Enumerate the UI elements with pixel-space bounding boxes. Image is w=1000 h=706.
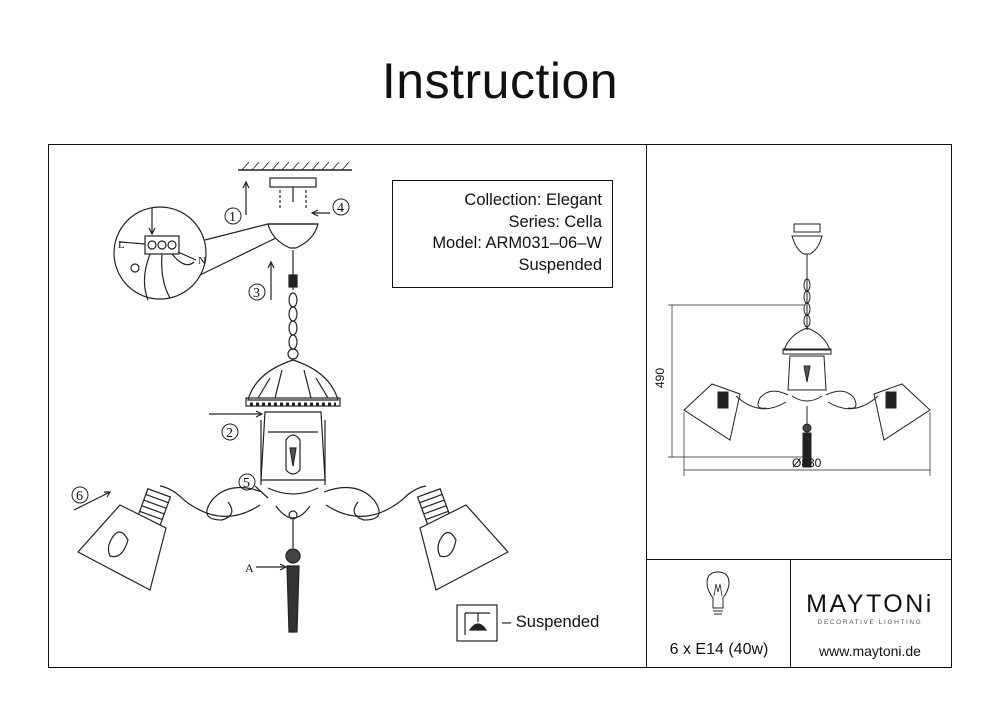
- brand-logo: MAYTONi: [806, 590, 934, 618]
- brand-tagline: DECORATIVE LIGHTING: [817, 619, 923, 626]
- step-label-5: 5: [243, 476, 250, 491]
- height-dimension: 490: [653, 368, 667, 388]
- suspended-legend: – Suspended: [502, 613, 600, 631]
- wire-label-l: L: [118, 239, 125, 251]
- series-line: Series: Cella: [508, 212, 602, 231]
- mount-line: Suspended: [518, 255, 603, 274]
- bulb-icon: [706, 571, 730, 609]
- product-info-box: Collection: Elegant Series: Cella Model:…: [392, 180, 613, 288]
- model-line: Model: ARM031–06–W: [432, 234, 602, 252]
- collection-line: Collection: Elegant: [464, 191, 602, 209]
- step-label-2: 2: [226, 426, 233, 441]
- website-link[interactable]: www.maytoni.de: [819, 643, 921, 659]
- step-label-3: 3: [253, 286, 260, 301]
- main-frame: [48, 144, 952, 668]
- page-title: Instruction: [381, 53, 619, 109]
- divider-bottom: [790, 559, 791, 668]
- part-label-a: A: [245, 561, 254, 575]
- divider-vertical: [646, 144, 647, 668]
- bulb-spec: 6 x E14 (40w): [669, 641, 769, 658]
- wire-label-n: N: [198, 255, 206, 267]
- step-label-1: 1: [229, 210, 236, 225]
- diameter-dimension: Ø830: [792, 456, 822, 470]
- step-label-4: 4: [337, 201, 344, 216]
- step-label-6: 6: [76, 489, 83, 504]
- divider-horizontal: [646, 559, 952, 560]
